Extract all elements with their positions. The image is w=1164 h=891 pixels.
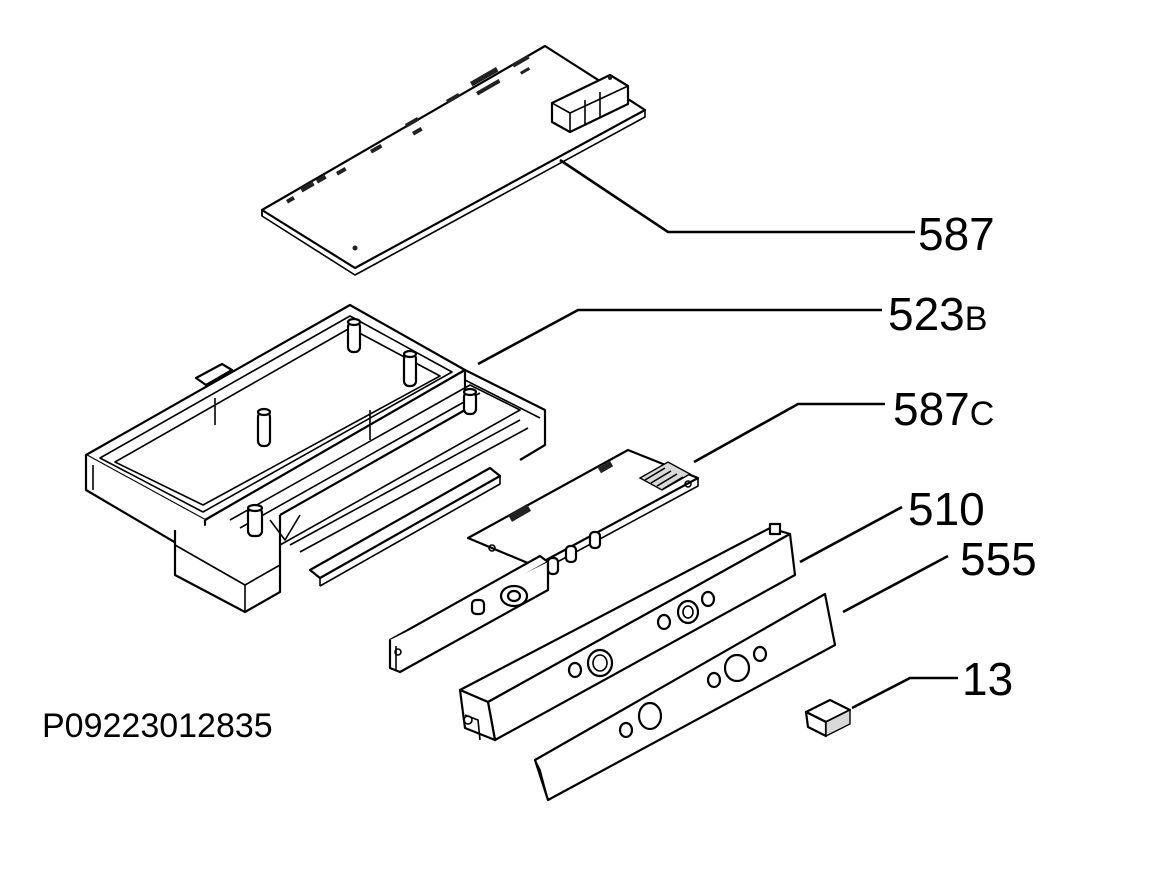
- leader-line-587: [559, 158, 915, 234]
- part-510-front-panel: [458, 522, 797, 742]
- leader-line-587c: [693, 402, 885, 464]
- part-523b-housing: [84, 303, 547, 614]
- callout-510: 510: [908, 483, 985, 535]
- callout-13: 13: [962, 653, 1013, 705]
- callout-523b: 523B: [888, 288, 987, 340]
- leader-line-523b: [477, 308, 882, 366]
- leader-line-13: [851, 676, 958, 710]
- part-555-decor-strip: [533, 592, 837, 802]
- callout-587c: 587C: [893, 383, 994, 435]
- callout-587: 587: [918, 208, 995, 260]
- part-587-circuit-board: [260, 44, 647, 276]
- drawing-code: P09223012835: [42, 707, 273, 745]
- part-13-cap: [804, 698, 852, 738]
- leader-line-510: [799, 505, 903, 564]
- part-587c-control-strip: [388, 448, 700, 674]
- callout-555: 555: [960, 533, 1037, 585]
- leader-line-555: [842, 554, 949, 614]
